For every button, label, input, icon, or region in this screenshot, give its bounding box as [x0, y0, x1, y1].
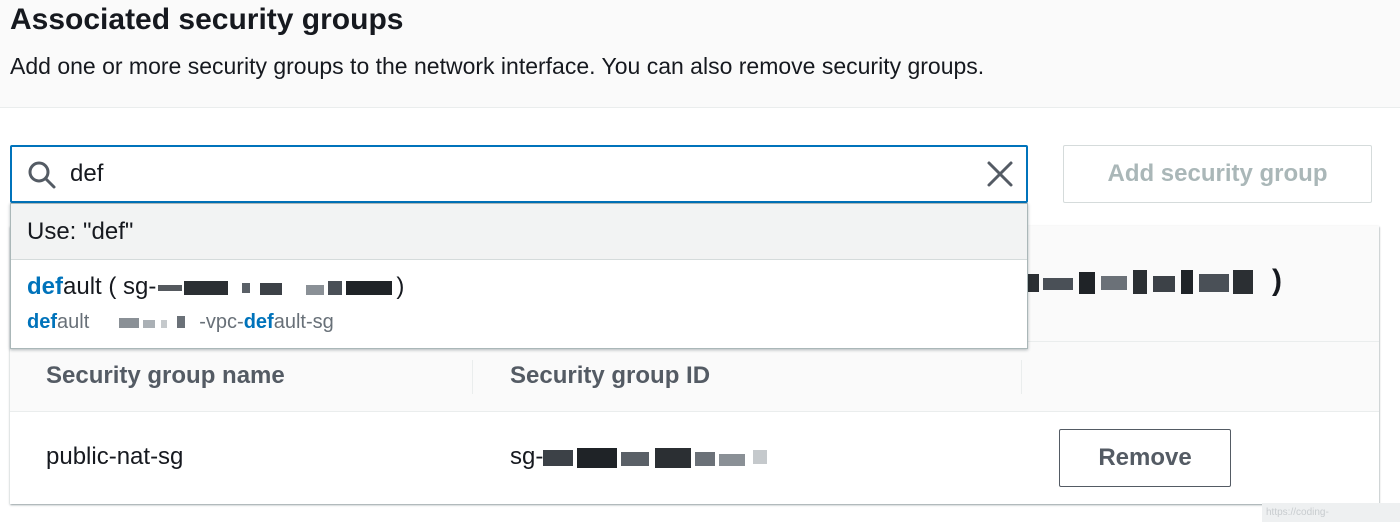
match-highlight: def [243, 311, 274, 333]
suggestion-title: default ( sg- ) [27, 273, 404, 301]
column-header-name[interactable]: Security group name [46, 362, 285, 389]
search-field[interactable] [10, 145, 1028, 203]
page-title: Associated security groups [10, 3, 404, 36]
table-row: public-nat-sg sg- Remove [10, 413, 1379, 504]
watermark: https://coding-ghost.hatenablog.com [1262, 503, 1400, 522]
search-icon [28, 161, 56, 189]
column-divider[interactable] [1021, 360, 1022, 394]
security-group-id: sg- [510, 443, 793, 471]
match-highlight: def [27, 273, 63, 300]
use-search-term-option[interactable]: Use: "def" [11, 204, 1027, 260]
suggestion-desc-text: ault [57, 311, 90, 333]
redacted-id [156, 279, 396, 297]
redacted-id [543, 447, 793, 468]
section-header: Associated security groups Add one or mo… [0, 0, 1400, 108]
table-header-suffix: ) [1272, 264, 1282, 297]
suggestion-option[interactable]: default ( sg- ) default -vpc-default-sg [11, 261, 1027, 349]
use-search-term-label: Use: "def" [27, 218, 134, 245]
page-description: Add one or more security groups to the n… [10, 53, 985, 79]
suggestion-name: ault ( [63, 273, 117, 300]
remove-button[interactable]: Remove [1059, 429, 1231, 487]
suggestion-desc-text: ault-sg [273, 311, 334, 333]
suggestion-id-prefix: sg- [116, 273, 157, 300]
search-suggestions-dropdown: Use: "def" default ( sg- ) default -vpc-… [10, 203, 1028, 349]
suggestion-desc-text: -vpc- [199, 311, 244, 333]
redacted-text [89, 315, 199, 330]
suggestion-close-paren: ) [396, 273, 405, 300]
security-group-name: public-nat-sg [46, 443, 184, 470]
close-icon[interactable] [986, 160, 1014, 188]
search-input[interactable] [70, 155, 950, 193]
suggestion-description: default -vpc-default-sg [27, 311, 334, 334]
column-header-id[interactable]: Security group ID [510, 362, 711, 389]
redacted-text [1027, 270, 1272, 296]
security-group-id-prefix: sg- [510, 443, 544, 470]
add-security-group-button[interactable]: Add security group [1063, 145, 1372, 203]
table-column-headers: Security group name Security group ID [10, 342, 1379, 412]
match-highlight: def [27, 311, 57, 333]
column-divider[interactable] [472, 360, 473, 394]
